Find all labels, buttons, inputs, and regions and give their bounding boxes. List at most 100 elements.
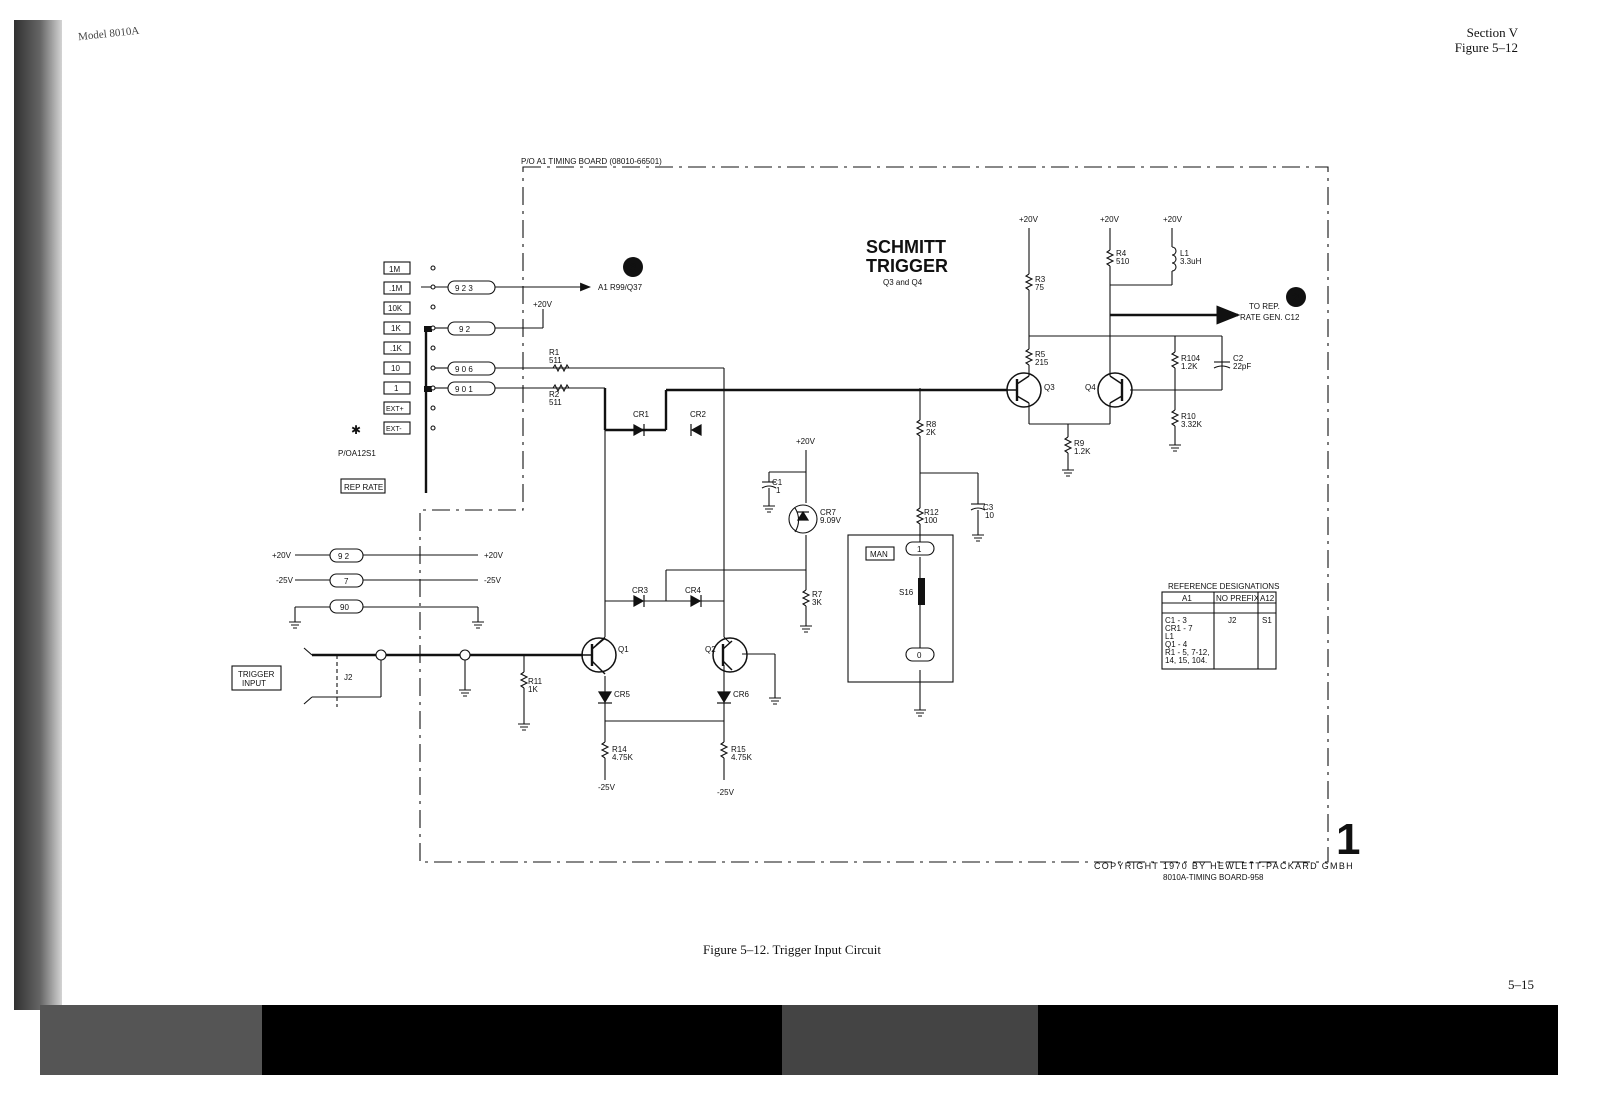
CR2-label: CR2 xyxy=(690,410,707,419)
L1-supply: +20V xyxy=(1163,215,1183,224)
ground-symbols xyxy=(289,444,1181,731)
scan-bottom-band-3 xyxy=(782,1005,1038,1075)
R15-supply: -25V xyxy=(717,788,735,797)
switch-pos-1: 1 xyxy=(394,384,399,393)
man-label: MAN xyxy=(870,550,888,559)
callout-2-target-line2: RATE GEN. C12 xyxy=(1240,313,1300,322)
Q4-label: Q4 xyxy=(1085,383,1096,392)
R14-supply: -25V xyxy=(598,783,616,792)
asterisk-icon: ✱ xyxy=(351,423,361,437)
R4-val: 510 xyxy=(1116,257,1130,266)
figure-caption: Figure 5–12. Trigger Input Circuit xyxy=(703,942,882,957)
man-pos-1: 1 xyxy=(917,545,922,554)
trigger-label-1: TRIGGER xyxy=(238,670,275,679)
ref-table-header-a1: A1 xyxy=(1182,594,1192,603)
R14-val: 4.75K xyxy=(612,753,634,762)
R4-ref: R4 xyxy=(1116,249,1127,258)
ref-table-noprefix-value: J2 xyxy=(1228,616,1237,625)
ref-table-a1-row-3: Q1 - 4 xyxy=(1165,640,1188,649)
ref-table-header-noprefix: NO PREFIX xyxy=(1216,594,1260,603)
switch-pos-10K: 10K xyxy=(388,304,403,313)
copyright-text: COPYRIGHT 1970 BY HEWLETT-PACKARD GMBH xyxy=(1094,861,1354,871)
C3-ref: C3 xyxy=(983,503,994,512)
board-label: P/O A1 TIMING BOARD (08010-66501) xyxy=(521,157,662,166)
ref-table-a1-row-1: CR1 - 7 xyxy=(1165,624,1193,633)
sheet-number: 1 xyxy=(1336,815,1361,864)
CR3-label: CR3 xyxy=(632,586,649,595)
switch-ref: P/OA12S1 xyxy=(338,449,376,458)
R2-val: 511 xyxy=(549,398,562,407)
callout-2-target-line1: TO REP. xyxy=(1249,302,1280,311)
jack-J2: J2 xyxy=(344,673,353,682)
scan-bottom-band-4 xyxy=(1038,1005,1558,1075)
switch-pos-ext-plus: EXT+ xyxy=(386,406,404,413)
C2-val: 22pF xyxy=(1233,362,1251,371)
rail-wire-7: 7 xyxy=(344,577,349,586)
R3-val: 75 xyxy=(1035,283,1044,292)
ref-table-title: REFERENCE DESIGNATIONS xyxy=(1168,582,1279,591)
CR5-label: CR5 xyxy=(614,690,631,699)
R14-ref: R14 xyxy=(612,745,627,754)
trigger-label-2: INPUT xyxy=(242,679,266,688)
R5-val: 215 xyxy=(1035,358,1049,367)
R7-val: 3K xyxy=(812,598,822,607)
CR4-label: CR4 xyxy=(685,586,702,595)
switch-supply-label: +20V xyxy=(533,300,553,309)
title-line-1: SCHMITT xyxy=(866,237,946,257)
R1-ref: R1 xyxy=(549,348,560,357)
figure-ref-label: Figure 5–12 xyxy=(1454,40,1518,55)
CR6-label: CR6 xyxy=(733,690,750,699)
R104-ref: R104 xyxy=(1181,354,1201,363)
R11-ref: R11 xyxy=(528,677,543,686)
R10-ref: R10 xyxy=(1181,412,1196,421)
title-sub: Q3 and Q4 xyxy=(883,278,923,287)
wire-92: 9 2 xyxy=(459,325,471,334)
ref-table-header-a12: A12 xyxy=(1260,594,1275,603)
L1-ref: L1 xyxy=(1180,249,1189,258)
ref-table-a1-row-4: R1 - 5, 7-12, xyxy=(1165,648,1209,657)
rail-20v-left: +20V xyxy=(272,551,292,560)
switch-pos-0.1M: .1M xyxy=(389,284,403,293)
switch-pos-ext-minus: EXT- xyxy=(386,426,402,433)
ref-table-a1-row-5: 14, 15, 104. xyxy=(1165,656,1207,665)
scan-bottom-band-1 xyxy=(40,1005,262,1075)
ref-table-a12-value: S1 xyxy=(1262,616,1272,625)
R15-val: 4.75K xyxy=(731,753,753,762)
R10-val: 3.32K xyxy=(1181,420,1203,429)
C1-ref: C1 xyxy=(772,478,783,487)
rail-25v-left: -25V xyxy=(276,576,294,585)
switch-pos-1K: 1K xyxy=(391,324,401,333)
rail-20v-right: +20V xyxy=(484,551,504,560)
R104-val: 1.2K xyxy=(1181,362,1198,371)
R1-val: 511 xyxy=(549,356,562,365)
Q1-label: Q1 xyxy=(618,645,629,654)
page-number: 5–15 xyxy=(1508,977,1534,992)
Q2-label: Q2 xyxy=(705,645,716,654)
R12-val: 100 xyxy=(924,516,938,525)
CR7-supply: +20V xyxy=(796,437,816,446)
R8-val: 2K xyxy=(926,428,936,437)
wire-901: 9 0 1 xyxy=(455,385,473,394)
ref-table-a1-row-2: L1 xyxy=(1165,632,1174,641)
R7-ref: R7 xyxy=(812,590,823,599)
switch-pos-10: 10 xyxy=(391,364,400,373)
scan-edge-shadow xyxy=(14,20,62,1010)
wire-923: 9 2 3 xyxy=(455,284,473,293)
man-pos-0: 0 xyxy=(917,651,922,660)
R15-ref: R15 xyxy=(731,745,746,754)
rail-wire-92: 9 2 xyxy=(338,552,350,561)
Q3-label: Q3 xyxy=(1044,383,1055,392)
R2-ref: R2 xyxy=(549,390,560,399)
callout-2-badge: 2 xyxy=(1292,290,1299,305)
R5-ref: R5 xyxy=(1035,350,1046,359)
R9-ref: R9 xyxy=(1074,439,1085,448)
S16-label: S16 xyxy=(899,588,914,597)
CR1-label: CR1 xyxy=(633,410,650,419)
C1-val: 1 xyxy=(776,486,781,495)
CR7-val: 9.09V xyxy=(820,516,842,525)
R9-val: 1.2K xyxy=(1074,447,1091,456)
callout-3-badge: 3 xyxy=(629,260,636,275)
CR7-ref: CR7 xyxy=(820,508,837,517)
